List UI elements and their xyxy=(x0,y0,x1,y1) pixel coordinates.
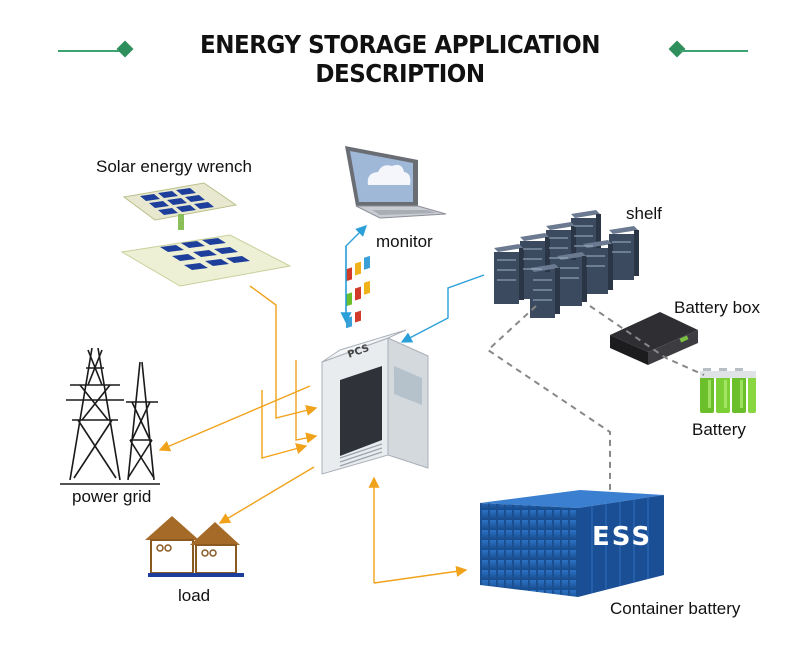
power-grid-tower-icon xyxy=(60,347,160,485)
communication-arrows xyxy=(340,225,485,343)
battery-box-icon xyxy=(610,312,698,365)
label-battery: Battery xyxy=(692,420,746,439)
server-rack-shelf-icon xyxy=(494,210,639,318)
battery-cells-icon xyxy=(700,368,756,413)
label-container-battery: Container battery xyxy=(610,599,741,618)
house-load-icon xyxy=(145,516,244,577)
page-title: ENERGY STORAGE APPLICATION DESCRIPTION xyxy=(199,30,601,88)
label-load: load xyxy=(178,586,211,605)
label-battery-box: Battery box xyxy=(674,298,760,317)
ess-label: ESS xyxy=(592,522,652,552)
label-solar: Solar energy wrench xyxy=(96,157,252,176)
pcs-cabinet-icon: PCS xyxy=(321,255,429,475)
header-line-right xyxy=(680,50,748,52)
power-flow-arrows xyxy=(158,285,468,584)
header-line-left xyxy=(58,50,126,52)
dashed-connections xyxy=(486,305,705,495)
label-shelf: shelf xyxy=(626,204,662,223)
solar-panel-icon xyxy=(120,182,292,287)
laptop-monitor-icon xyxy=(345,146,447,219)
label-monitor: monitor xyxy=(376,232,433,251)
ess-container-icon: ESS xyxy=(480,490,664,597)
label-power-grid: power grid xyxy=(72,487,152,506)
